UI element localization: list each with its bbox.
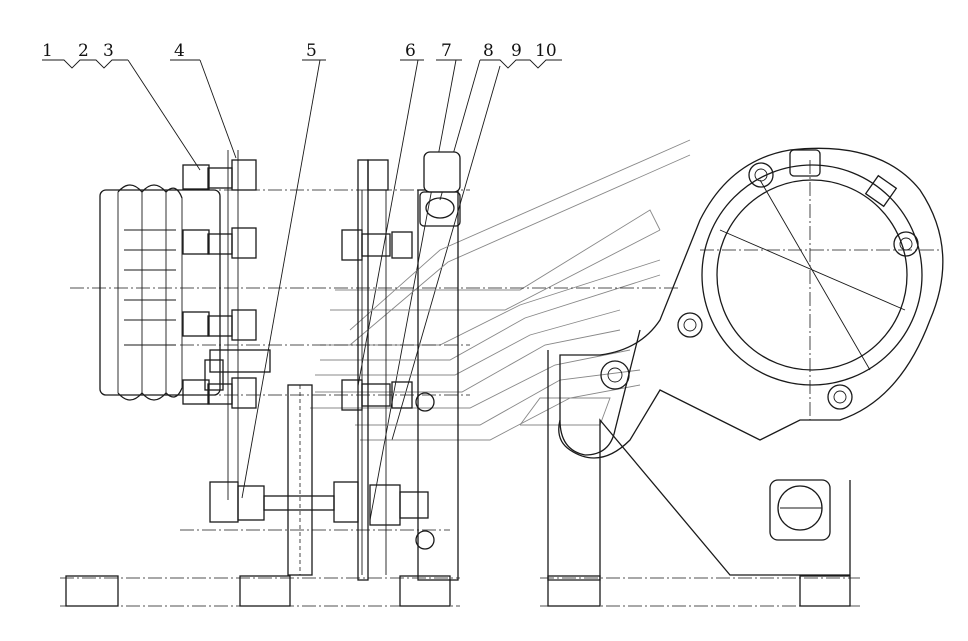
- centre-lines: [70, 160, 940, 531]
- leader-lines: [42, 59, 562, 521]
- middle-plates: [287, 159, 389, 581]
- callout-2: 2: [78, 41, 89, 61]
- pulley: [99, 184, 221, 401]
- middle-frame: [417, 151, 461, 581]
- lower-shaft: [209, 481, 429, 526]
- callout-3: 3: [103, 41, 114, 61]
- callout-labels: 1 2 3 4 5 6 7 8 9 10: [42, 41, 557, 61]
- base-right: [540, 575, 860, 607]
- callout-9: 9: [511, 41, 522, 61]
- callout-1: 1: [42, 41, 53, 61]
- left-bolt-column: [182, 150, 271, 500]
- callout-8: 8: [483, 41, 494, 61]
- callout-10: 10: [535, 41, 557, 61]
- right-bracket: [547, 147, 944, 581]
- callout-5: 5: [306, 41, 317, 61]
- middle-bolt-column: [341, 229, 435, 550]
- callout-4: 4: [174, 41, 185, 61]
- callout-6: 6: [405, 41, 416, 61]
- base-left: [60, 575, 460, 607]
- callout-7: 7: [441, 41, 452, 61]
- watermark-logo: [310, 139, 691, 441]
